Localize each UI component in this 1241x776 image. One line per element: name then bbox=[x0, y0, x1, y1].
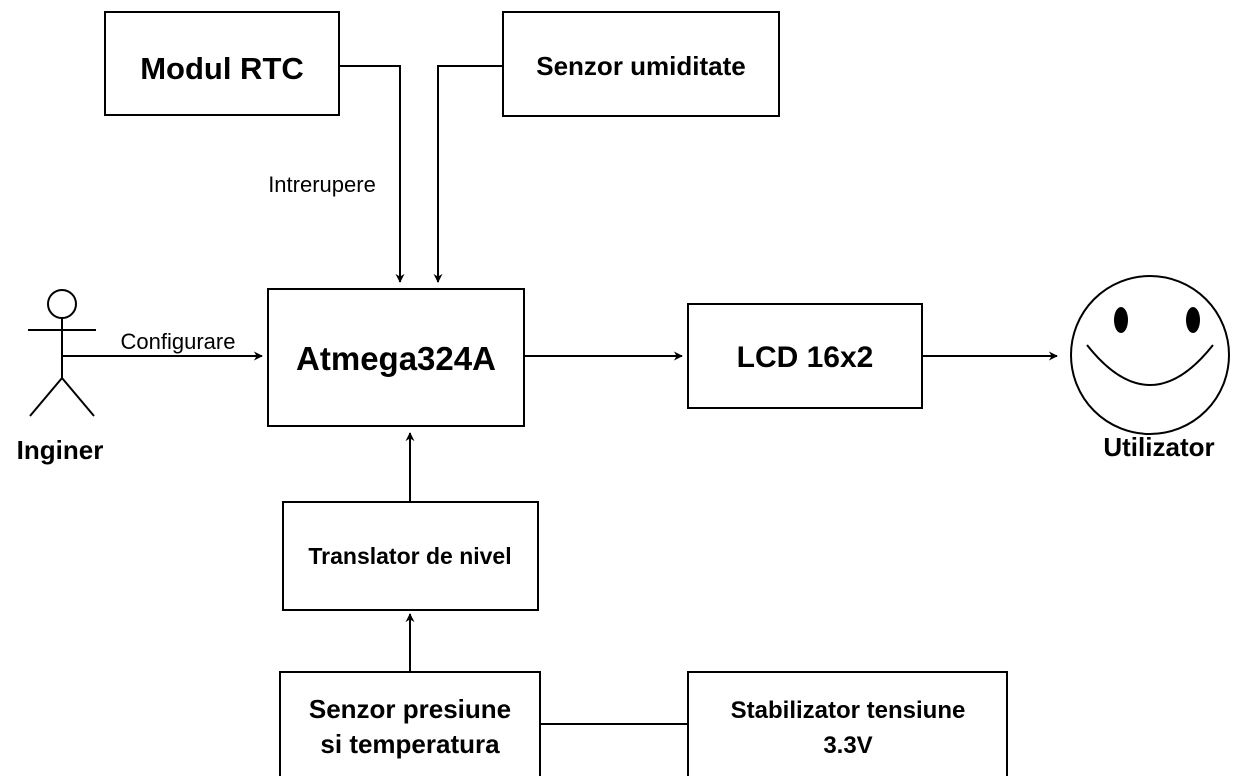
interrupt-edge-label: Intrerupere bbox=[268, 172, 376, 197]
node-humidity: Senzor umiditate bbox=[502, 11, 780, 117]
pressure-sensor-label-line1: Senzor presiune bbox=[309, 694, 511, 724]
rtc-box bbox=[104, 11, 340, 116]
level-translator-label: Translator de nivel bbox=[308, 543, 511, 569]
lcd-box bbox=[687, 303, 923, 409]
regulator-box bbox=[687, 671, 1008, 776]
stick-figure-icon bbox=[28, 289, 96, 417]
rtc-to-mcu-connector bbox=[339, 65, 405, 283]
node-mcu: Atmega324A bbox=[267, 288, 525, 427]
config-edge-label: Configurare bbox=[121, 329, 236, 354]
regulator-label-line1: Stabilizator tensiune bbox=[731, 697, 966, 724]
node-rtc: Modul RTC bbox=[104, 11, 340, 116]
connectors bbox=[62, 65, 1058, 725]
rtc-label: Modul RTC bbox=[140, 51, 304, 86]
mcu-label: Atmega324A bbox=[296, 340, 496, 377]
pressure-sensor-label-line2: si temperatura bbox=[320, 729, 500, 759]
level-translator-box bbox=[282, 501, 539, 611]
mcu-box bbox=[267, 288, 525, 427]
node-lcd: LCD 16x2 bbox=[687, 303, 923, 409]
node-level-translator: Translator de nivel bbox=[282, 501, 539, 611]
user-label: Utilizator bbox=[1103, 432, 1214, 462]
humidity-box bbox=[502, 11, 780, 117]
smiley-face-icon bbox=[1070, 275, 1230, 435]
humidity-to-mcu-connector bbox=[433, 65, 503, 283]
humidity-label: Senzor umiditate bbox=[536, 51, 745, 81]
regulator-label-line2: 3.3V bbox=[823, 732, 872, 759]
node-pressure-sensor: Senzor presiune si temperatura bbox=[279, 671, 541, 776]
pressure-sensor-box bbox=[279, 671, 541, 776]
node-regulator: Stabilizator tensiune 3.3V bbox=[687, 671, 1008, 776]
lcd-label: LCD 16x2 bbox=[737, 341, 874, 374]
engineer-label: Inginer bbox=[17, 435, 104, 465]
